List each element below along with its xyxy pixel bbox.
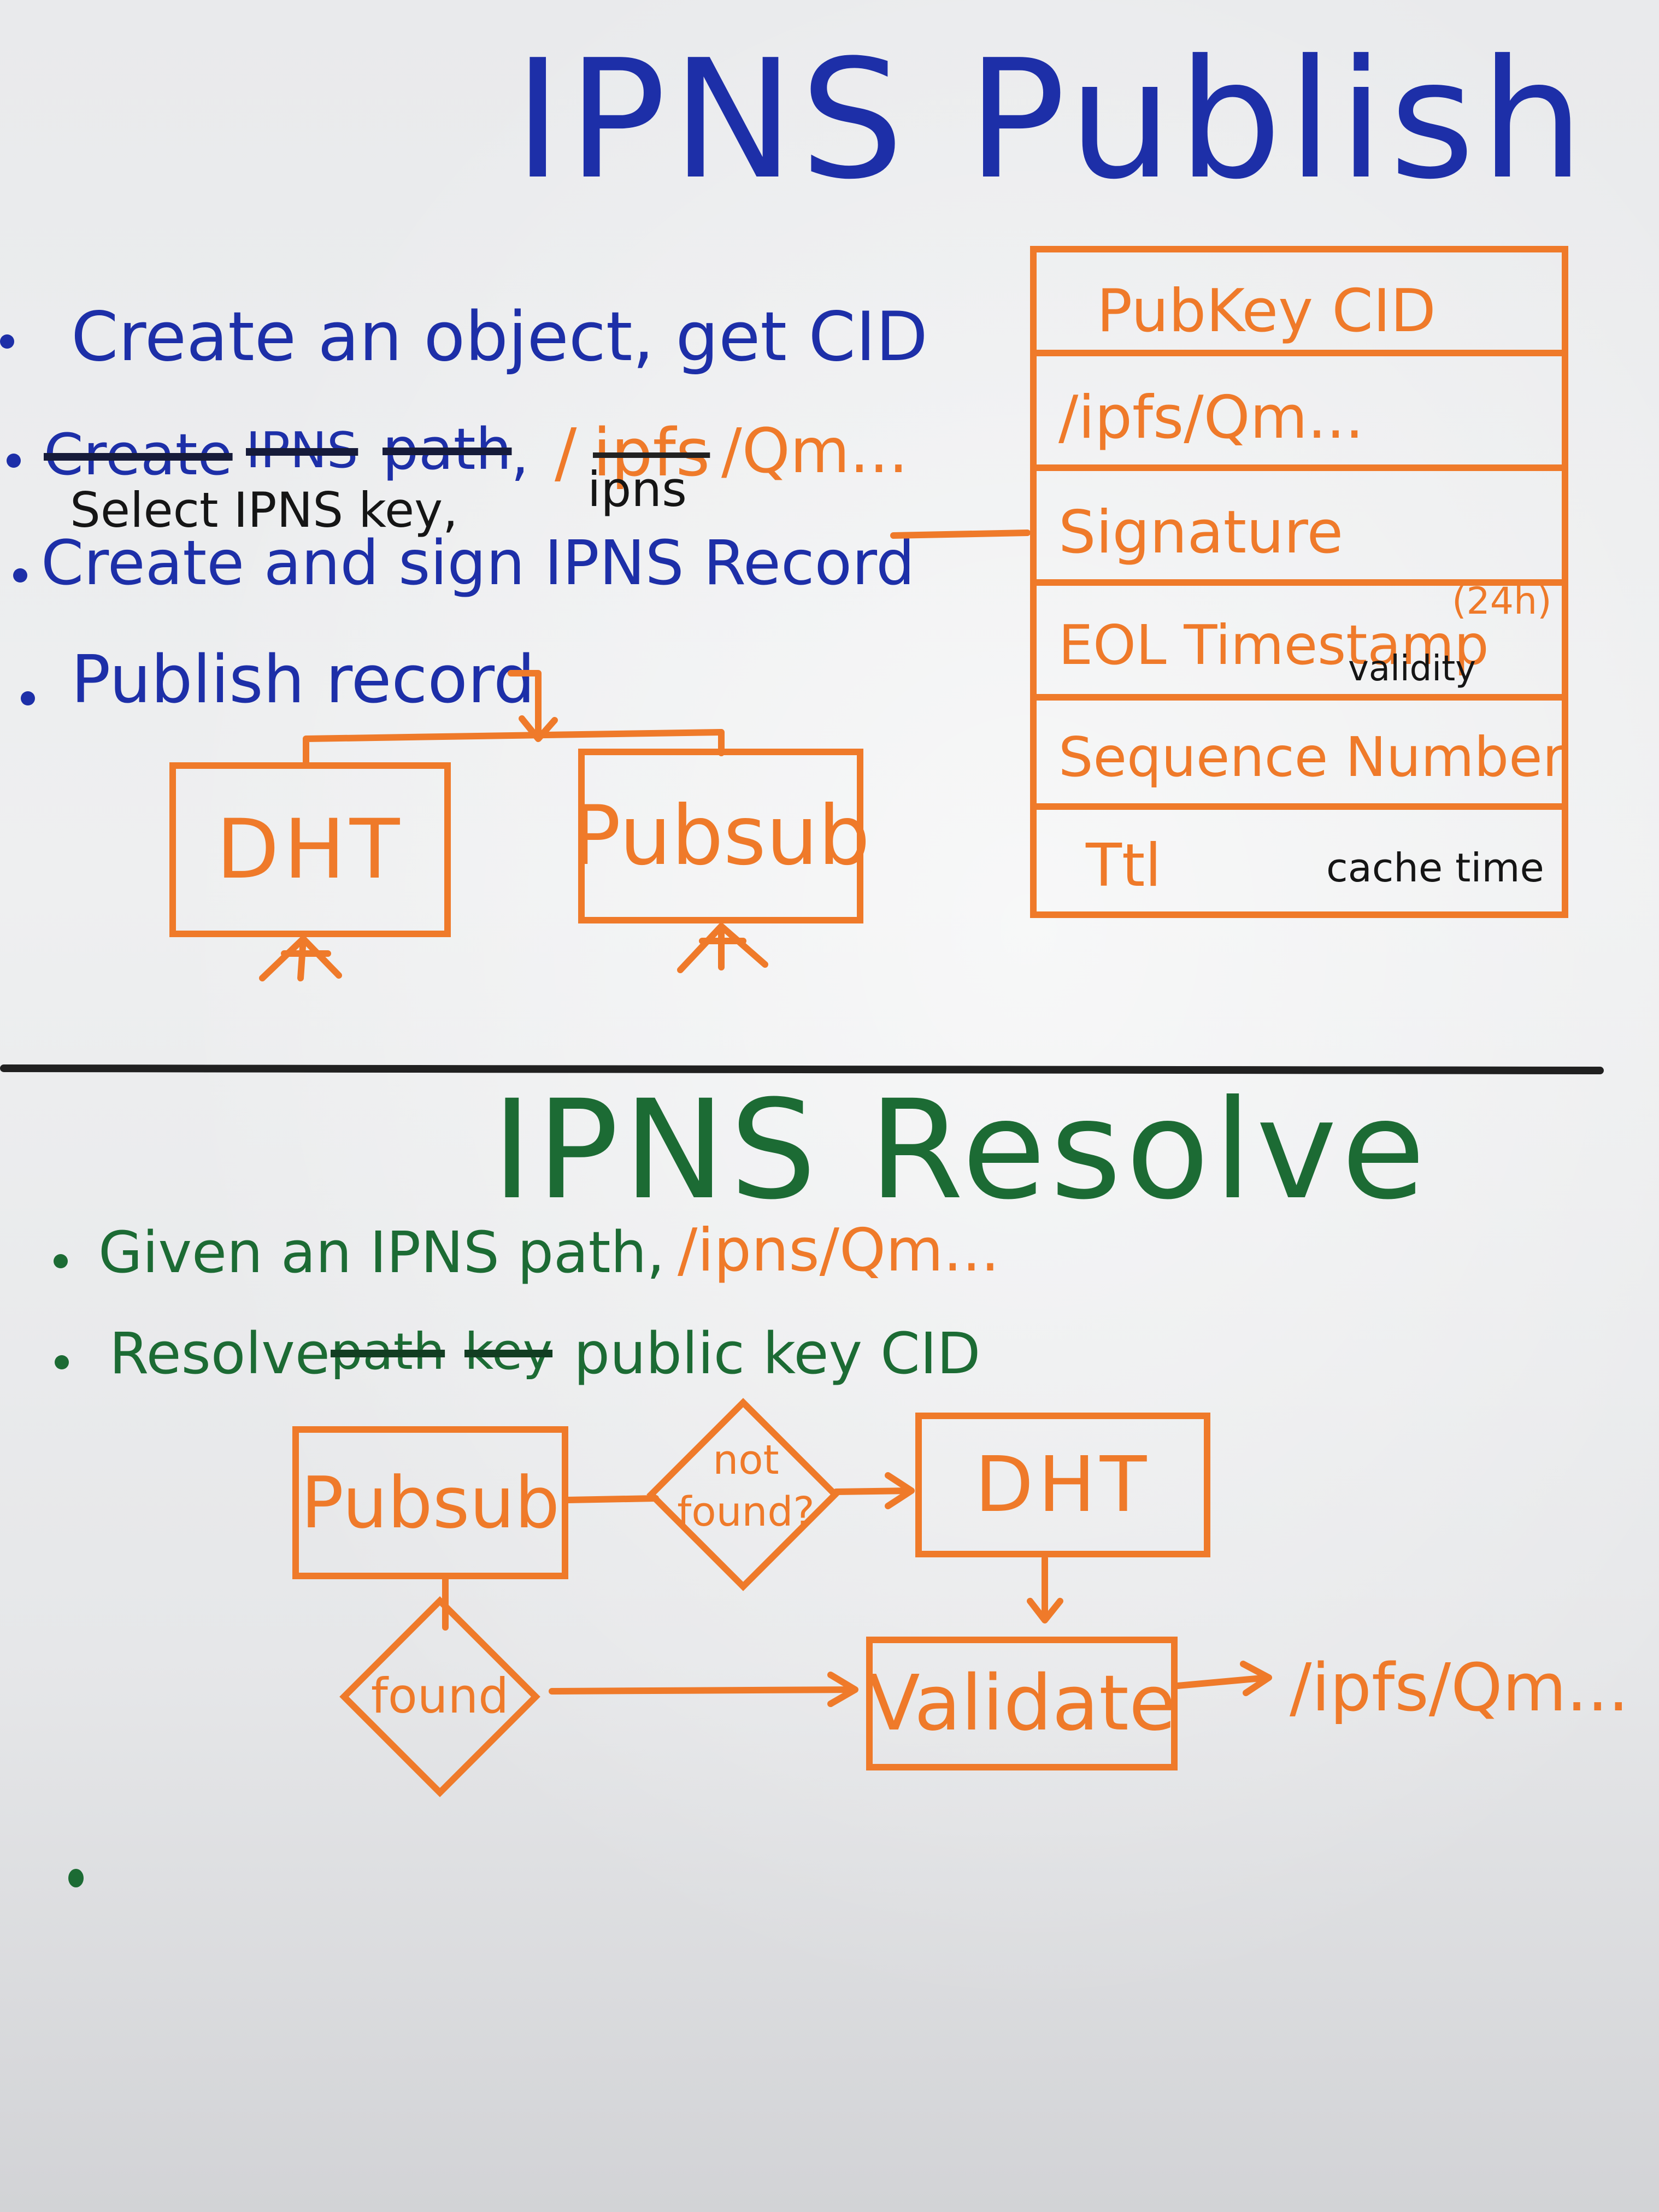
not-found-line1: not xyxy=(713,1437,779,1484)
record-field-ipfs-path: /ipfs/Qm... xyxy=(1037,356,1562,471)
dht-validate-arrowhead xyxy=(1027,1598,1063,1623)
dht-antenna-icon xyxy=(259,936,342,981)
publish-bullet-create-sign: Create and sign IPNS Record xyxy=(41,528,915,599)
inserted-select-key: Select IPNS key, xyxy=(70,482,458,538)
bullet-dot xyxy=(54,1254,68,1268)
publish-dht-label: DHT xyxy=(216,802,404,897)
ttl-note: cache time xyxy=(1326,845,1544,891)
record-field-sequence-number: Sequence Number xyxy=(1037,701,1565,810)
publish-arrowhead xyxy=(519,715,558,742)
publish-bullet-publish-record: Publish record xyxy=(71,642,536,718)
found-to-validate xyxy=(549,1686,856,1695)
struck-word: Create xyxy=(44,421,233,488)
resolve-pubsub-label: Pubsub xyxy=(301,1461,560,1544)
path-rest: /Qm... xyxy=(721,416,908,487)
path-slash: / xyxy=(555,415,577,491)
resolve-title: IPNS Resolve xyxy=(492,1070,1430,1229)
eol-superscript: (24h) xyxy=(1452,580,1552,623)
resolve-bullet-resolve: Resolve xyxy=(109,1320,330,1387)
bullet-dot xyxy=(13,568,27,583)
bullet-dot xyxy=(68,1869,84,1887)
resolve-output-path: /ipfs/Qm... xyxy=(1290,1650,1629,1726)
inserted-ipns: ipns xyxy=(587,461,687,517)
notfound-to-dht xyxy=(833,1487,913,1495)
pubsub-to-notfound xyxy=(565,1495,659,1503)
found-arrowhead xyxy=(827,1672,858,1707)
pubsub-antenna-icon xyxy=(677,923,768,973)
record-field-pubkey-cid: PubKey CID xyxy=(1037,252,1562,356)
validate-label: Validate xyxy=(867,1659,1176,1748)
validate-to-output xyxy=(1174,1674,1271,1689)
publish-dht-box: DHT xyxy=(169,762,451,937)
validate-box: Validate xyxy=(866,1637,1178,1770)
notfound-arrowhead xyxy=(885,1472,915,1509)
resolve-dht-label: DHT xyxy=(974,1440,1151,1529)
bullet-dot xyxy=(0,334,14,349)
publish-pubsub-label: Pubsub xyxy=(571,789,870,884)
record-field-eol-timestamp: EOL Timestamp (24h) validity xyxy=(1037,580,1562,701)
found-label: found xyxy=(370,1668,509,1724)
publish-pubsub-box: Pubsub xyxy=(572,749,870,923)
struck-word: path xyxy=(383,416,512,483)
publish-bracket xyxy=(303,729,725,768)
bullet-dot xyxy=(55,1355,69,1369)
publish-arrow xyxy=(508,670,542,741)
resolve-pubsub-box: Pubsub xyxy=(292,1426,568,1579)
struck-word: path xyxy=(331,1322,445,1381)
struck-word: IPNS xyxy=(246,422,358,479)
resolve-dht-box: DHT xyxy=(915,1413,1210,1557)
output-arrowhead xyxy=(1240,1661,1272,1696)
publish-bullet-create-object: Create an object, get CID xyxy=(71,298,928,376)
struck-word: key xyxy=(464,1322,553,1381)
path-struck-ipfs: ipfs xyxy=(593,415,710,491)
publish-title: IPNS Publish xyxy=(514,25,1590,215)
record-field-ttl: Ttl cache time xyxy=(1086,832,1544,900)
bullet-dot xyxy=(21,691,35,705)
bullet-dot xyxy=(7,454,21,468)
resolve-ipns-path: /ipns/Qm... xyxy=(678,1216,1000,1285)
not-found-line2: found? xyxy=(677,1489,815,1536)
found-decision: found xyxy=(331,1596,549,1798)
resolve-public-key-cid: public key CID xyxy=(574,1320,981,1387)
resolve-bullet-given-path: Given an IPNS path, xyxy=(98,1219,665,1286)
record-connector xyxy=(890,530,1031,539)
not-found-decision: not found? xyxy=(646,1398,844,1596)
eol-note: validity xyxy=(1348,649,1476,689)
comma: , xyxy=(511,421,530,488)
record-field-signature: Signature xyxy=(1037,471,1562,586)
ipns-record-structure: PubKey CID /ipfs/Qm... Signature EOL Tim… xyxy=(1030,246,1568,918)
